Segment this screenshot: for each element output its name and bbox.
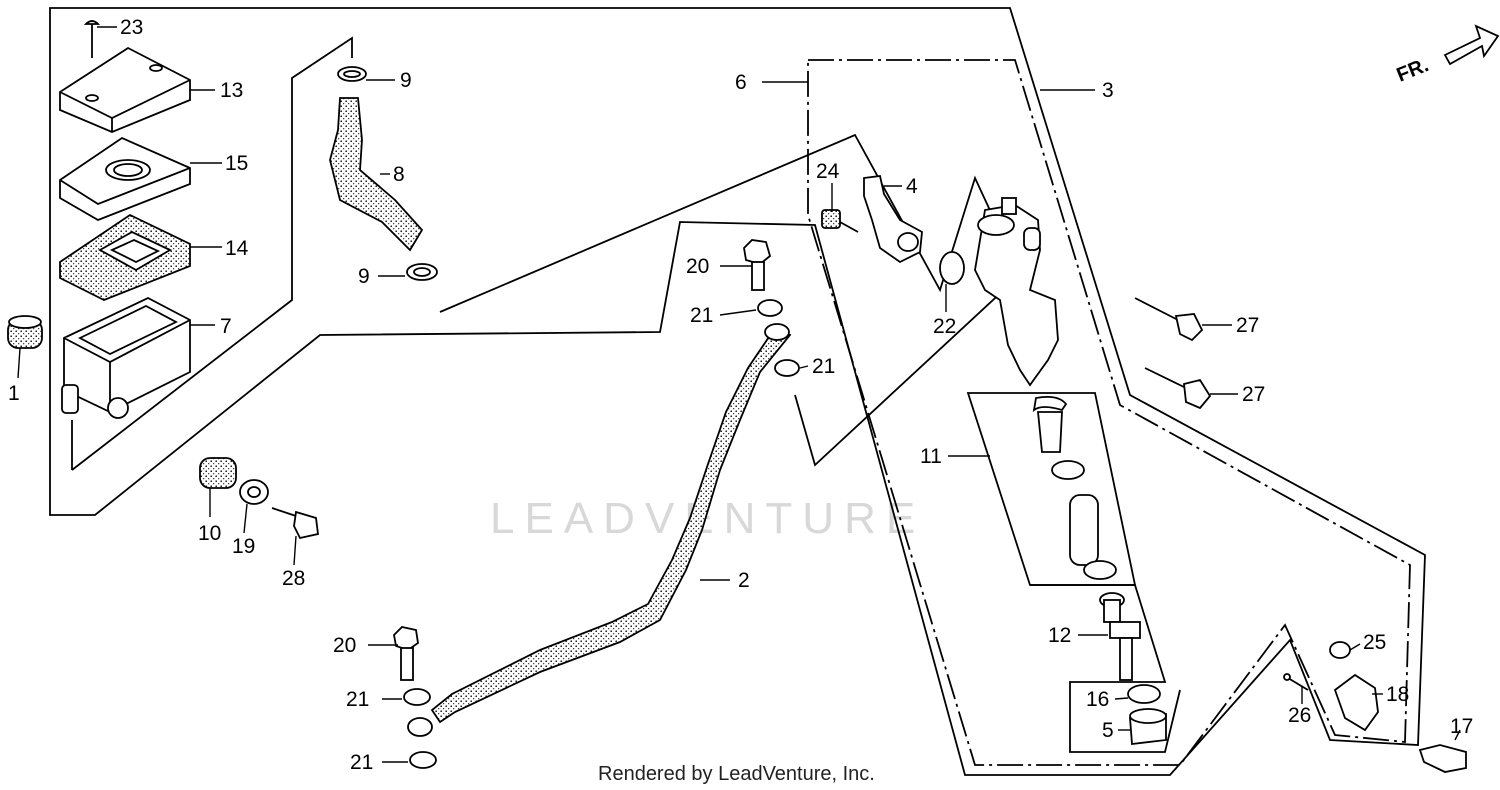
part-21-washer-c <box>403 688 431 706</box>
part-8-reservoir-hose <box>329 97 424 252</box>
callout-3: 3 <box>1102 79 1114 102</box>
leader-lines <box>17 26 1461 763</box>
callout-21-a: 21 <box>690 304 713 327</box>
callout-21-c: 21 <box>346 688 369 711</box>
part-22-o-ring <box>939 251 965 285</box>
part-7-reservoir <box>61 296 191 419</box>
callout-27-lower: 27 <box>1242 383 1265 406</box>
part-16-nut <box>1127 684 1161 704</box>
callout-1: 1 <box>8 382 20 405</box>
part-9-clip-lower <box>406 263 438 281</box>
part-21-washer-d <box>409 751 437 769</box>
callout-7: 7 <box>220 315 232 338</box>
part-5-boot <box>1129 708 1167 746</box>
callout-22: 22 <box>933 315 956 338</box>
part-4-hose-joint <box>863 175 923 264</box>
assembly-frame-inner <box>807 59 1411 766</box>
callout-24: 24 <box>816 160 840 183</box>
callout-14: 14 <box>225 237 249 260</box>
assembly-frame-outer <box>49 7 1426 776</box>
callout-27-upper: 27 <box>1236 314 1259 337</box>
part-2-hose-eye-upper <box>764 323 790 341</box>
callout-20-upper: 20 <box>686 255 709 278</box>
callout-25: 25 <box>1363 631 1386 654</box>
callout-12: 12 <box>1048 624 1071 647</box>
part-2-hose-eye-lower <box>407 717 433 737</box>
part-1-grommet <box>7 315 43 349</box>
callout-16: 16 <box>1086 688 1109 711</box>
callout-9-upper: 9 <box>400 69 412 92</box>
part-18-joint <box>1333 673 1379 732</box>
callout-17: 17 <box>1450 715 1473 738</box>
part-14-diaphragm <box>59 213 191 301</box>
callout-28: 28 <box>282 567 305 590</box>
callout-26: 26 <box>1288 704 1311 727</box>
part-23-screw <box>83 20 101 58</box>
part-17-pin <box>1418 744 1467 773</box>
part-21-washer-a <box>757 299 783 317</box>
part-15-diaphragm-plate <box>59 136 191 221</box>
part-20-oil-bolt-upper <box>743 239 772 291</box>
callout-20-lower: 20 <box>333 634 356 657</box>
part-3-master-cylinder <box>974 197 1059 387</box>
callout-6: 6 <box>735 71 747 94</box>
callout-9-lower: 9 <box>358 265 370 288</box>
part-21-washer-b <box>774 359 800 377</box>
callout-4: 4 <box>906 175 918 198</box>
part-2-brake-hose <box>430 326 792 724</box>
callout-11: 11 <box>920 445 942 468</box>
render-credit: Rendered by LeadVenture, Inc. <box>598 763 875 785</box>
part-27-bolt-upper <box>1134 297 1204 342</box>
part-20-oil-bolt-lower <box>393 626 419 681</box>
pushrod-frame <box>1030 584 1181 753</box>
callout-8: 8 <box>393 163 405 186</box>
callout-19: 19 <box>232 535 255 558</box>
part-10-grommet <box>199 457 237 489</box>
callout-21-d: 21 <box>350 751 373 774</box>
reservoir-group-frame <box>71 36 353 471</box>
part-28-bolt <box>271 507 319 540</box>
part-19-collar <box>239 479 269 505</box>
callout-13: 13 <box>220 79 243 102</box>
part-12-push-rod <box>1099 592 1141 681</box>
front-direction-arrow: FR. <box>1394 24 1500 87</box>
part-13-reservoir-cap <box>59 46 191 133</box>
callout-23: 23 <box>120 16 143 39</box>
callout-2: 2 <box>738 569 750 592</box>
callout-5: 5 <box>1102 719 1114 742</box>
front-direction-label: FR. <box>1394 54 1432 86</box>
part-11-piston-kit <box>1032 395 1117 580</box>
part-24-joint-pin <box>821 209 859 233</box>
callout-15: 15 <box>225 152 248 175</box>
callout-21-b: 21 <box>812 355 835 378</box>
part-9-clip-upper <box>337 66 367 82</box>
part-27-bolt-lower <box>1144 367 1212 410</box>
hose-group-frame <box>439 133 1022 467</box>
callouts: 23 13 15 14 7 1 9 8 9 10 19 28 20 21 21 … <box>8 16 1473 774</box>
callout-18: 18 <box>1386 683 1409 706</box>
callout-10: 10 <box>198 522 221 545</box>
part-25-nut <box>1329 641 1351 659</box>
part-26-cotter-pin <box>1283 673 1309 691</box>
